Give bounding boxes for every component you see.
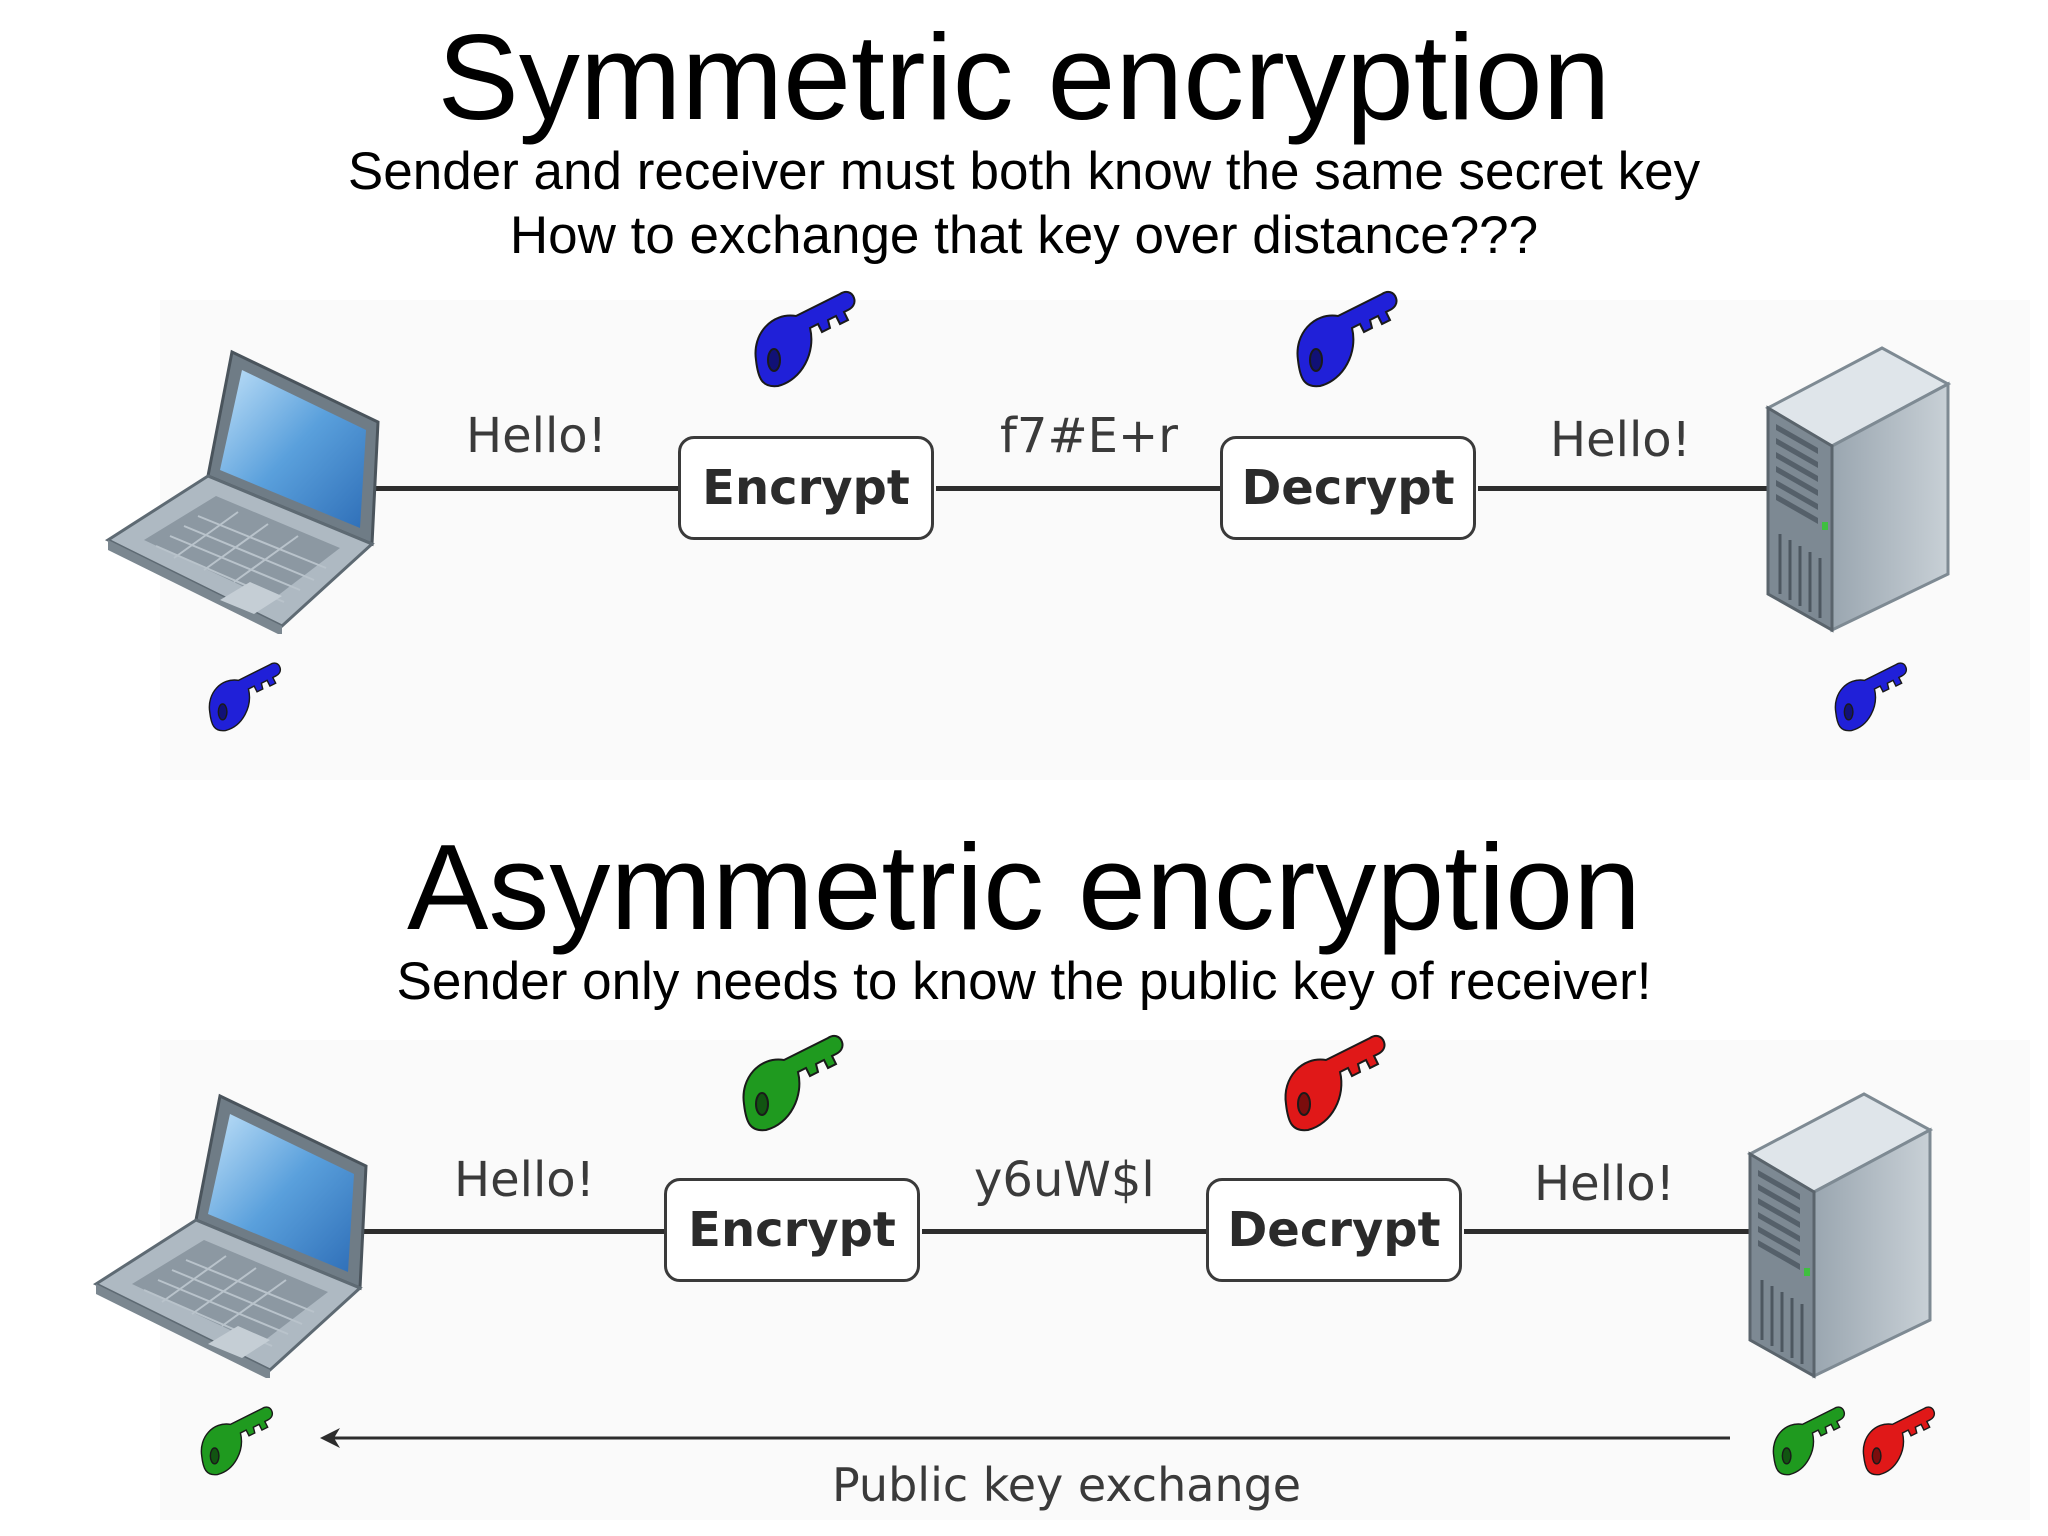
key-icon (204, 656, 290, 742)
symmetric-decrypt-box: Decrypt (1220, 436, 1476, 540)
asymmetric-encrypt-box: Encrypt (664, 1178, 920, 1282)
asymmetric-panel (160, 1040, 2030, 1520)
symmetric-wire-left (370, 486, 680, 491)
server-icon (1762, 344, 1952, 634)
key-icon (1858, 1400, 1944, 1486)
symmetric-plaintext-left: Hello! (466, 408, 607, 464)
laptop-icon (104, 344, 384, 634)
laptop-icon (92, 1088, 372, 1378)
arrow-left-icon (320, 1428, 1730, 1448)
key-icon (748, 282, 868, 402)
asymmetric-decrypt-box: Decrypt (1206, 1178, 1462, 1282)
asymmetric-wire-left (358, 1229, 670, 1234)
symmetric-ciphertext: f7#E+r (1000, 408, 1178, 464)
asymmetric-wire-right (1464, 1229, 1754, 1234)
asymmetric-subtitle: Sender only needs to know the public key… (396, 952, 1652, 1011)
asymmetric-plaintext-right: Hello! (1534, 1156, 1675, 1212)
symmetric-title: Symmetric encryption (437, 9, 1611, 145)
asymmetric-title: Asymmetric encryption (407, 819, 1641, 955)
symmetric-plaintext-right: Hello! (1550, 412, 1691, 468)
symmetric-subtitle-line2: How to exchange that key over distance??… (509, 206, 1539, 265)
key-icon (1830, 656, 1916, 742)
asymmetric-wire-middle (922, 1229, 1212, 1234)
server-icon (1744, 1090, 1934, 1380)
key-icon (1768, 1400, 1854, 1486)
symmetric-encrypt-box: Encrypt (678, 436, 934, 540)
symmetric-subtitle-line1: Sender and receiver must both know the s… (347, 142, 1701, 201)
public-key-exchange-label: Public key exchange (832, 1458, 1302, 1512)
key-icon (1278, 1026, 1398, 1146)
key-icon (1290, 282, 1410, 402)
key-icon (736, 1026, 856, 1146)
symmetric-wire-middle (936, 486, 1224, 491)
symmetric-panel (160, 300, 2030, 780)
asymmetric-plaintext-left: Hello! (454, 1152, 595, 1208)
asymmetric-ciphertext: y6uW$l (974, 1152, 1155, 1208)
key-icon (196, 1400, 282, 1486)
symmetric-wire-right (1478, 486, 1768, 491)
